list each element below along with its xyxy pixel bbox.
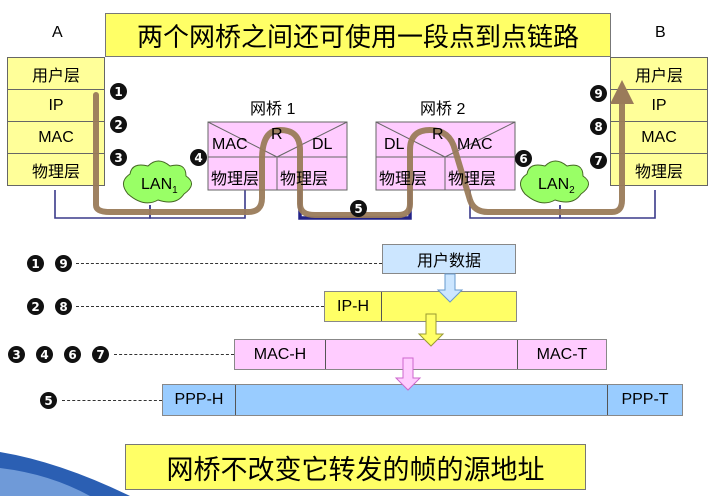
legend-row4-line	[62, 400, 162, 401]
frame-ppp-header: PPP-H	[163, 385, 236, 415]
legend-row1-line	[76, 263, 382, 264]
frame-user-data-label: 用户数据	[416, 253, 481, 270]
host-a-phy-layer: 物理层	[7, 153, 105, 186]
host-b-label: B	[655, 24, 666, 41]
legend-row3-marker-7: 7	[92, 346, 109, 363]
page-title: 两个网桥之间还可使用一段点到点链路	[105, 13, 611, 57]
host-a-mac-layer: MAC	[7, 121, 105, 154]
arrow-user-to-ip	[436, 273, 464, 303]
frame-user-data: 用户数据	[382, 244, 516, 274]
host-a-ip-layer: IP	[7, 89, 105, 122]
bridge-2-phy-right: 物理层	[448, 171, 497, 188]
bridge-1-label: 网桥 1	[250, 101, 296, 118]
bridge-2-mac: MAC	[457, 136, 493, 153]
marker-5: 5	[350, 200, 367, 217]
bridge-1-r: R	[271, 126, 283, 143]
frame-mac-trailer: MAC-T	[517, 340, 606, 369]
marker-8: 8	[590, 118, 607, 135]
encapsulation-arrows	[394, 273, 464, 391]
legend-row1-marker-1: 1	[27, 255, 44, 272]
host-a-user-layer: 用户层	[7, 57, 105, 90]
bridge-2-phy-left: 物理层	[379, 171, 428, 188]
bridge-1-dl: DL	[312, 136, 333, 153]
arrow-ip-to-mac	[417, 313, 445, 347]
bridge-1-phy-left: 物理层	[211, 171, 260, 188]
frame-mac-header: MAC-H	[235, 340, 326, 369]
bridge-2-label: 网桥 2	[420, 101, 466, 118]
legend-row4-marker-5: 5	[40, 392, 57, 409]
footer-caption: 网桥不改变它转发的帧的源地址	[125, 444, 586, 490]
host-b-phy-layer: 物理层	[610, 153, 708, 186]
marker-3: 3	[110, 149, 127, 166]
bridge-1-phy-right: 物理层	[280, 171, 329, 188]
legend-row3-marker-4: 4	[36, 346, 53, 363]
lan-2-cloud	[520, 160, 589, 204]
bridge-2-dl: DL	[384, 136, 405, 153]
legend-row1-marker-9: 9	[55, 255, 72, 272]
legend-row2-marker-2: 2	[27, 298, 44, 315]
marker-2: 2	[110, 116, 127, 133]
legend-row3-marker-3: 3	[8, 346, 25, 363]
arrow-mac-to-ppp	[394, 357, 422, 391]
legend-row3-line	[114, 354, 234, 355]
lan-1-label: LAN1	[141, 176, 178, 196]
legend-row3-marker-6: 6	[64, 346, 81, 363]
host-b-user-layer: 用户层	[610, 57, 708, 90]
data-path-arrowhead	[610, 80, 634, 104]
host-a-label: A	[52, 24, 63, 41]
frame-ppp-trailer: PPP-T	[607, 385, 682, 415]
marker-4: 4	[190, 149, 207, 166]
lan-1-cloud	[123, 160, 192, 204]
marker-1: 1	[110, 83, 127, 100]
decorative-swoosh	[0, 452, 130, 496]
lan-1-sub: 1	[172, 185, 178, 197]
lan-2-name: LAN	[538, 176, 570, 193]
marker-9: 9	[590, 85, 607, 102]
frame-ip: IP-H	[324, 291, 517, 322]
lan-1-name: LAN	[141, 176, 173, 193]
marker-7: 7	[590, 152, 607, 169]
frame-ip-header: IP-H	[325, 292, 382, 321]
marker-6: 6	[515, 150, 532, 167]
bridge-1-mac: MAC	[212, 136, 248, 153]
lan-2-sub: 2	[569, 185, 575, 197]
legend-row2-line	[76, 306, 324, 307]
frame-mac: MAC-H MAC-T	[234, 339, 607, 370]
bridge-1-box	[207, 121, 348, 191]
lan-2-label: LAN2	[538, 176, 575, 196]
bridge-2-r: R	[432, 126, 444, 143]
legend-row2-marker-8: 8	[55, 298, 72, 315]
host-a-stack: 用户层 IP MAC 物理层	[7, 57, 105, 186]
frame-ppp: PPP-H PPP-T	[162, 384, 683, 416]
